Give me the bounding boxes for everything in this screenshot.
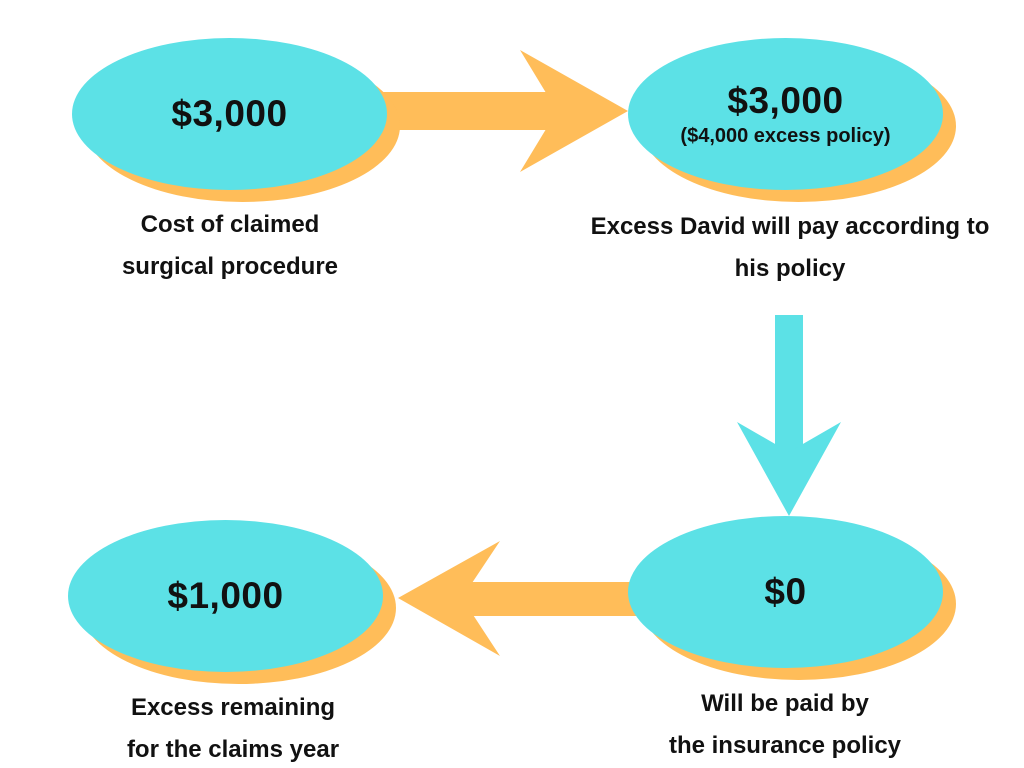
caption-line: Cost of claimed [140,211,320,238]
node-cost: $3,000 [72,38,387,190]
caption-line: surgical procedure [121,253,339,280]
node-insurance-pay-caption: Will be paid by the insurance policy [555,683,1015,767]
node-excess-pay-caption: Excess David will pay according to his p… [558,206,1022,290]
down-arrow-head [737,422,841,516]
node-cost-amount: $3,000 [171,93,288,134]
caption-line: the insurance policy [668,732,902,759]
down-arrow-shaft [775,315,803,457]
caption-line: Excess remaining [130,694,336,721]
node-excess-remaining-amount: $1,000 [167,575,284,616]
node-excess-pay-amount: $3,000 [727,80,844,121]
caption-line: his policy [734,255,846,282]
node-excess-remaining-ellipse: $1,000 [68,520,383,672]
node-cost-caption: Cost of claimed surgical procedure [0,204,460,288]
left-arrow-head [398,541,500,656]
right-arrow-head [520,50,628,172]
caption-line: for the claims year [126,736,340,763]
node-insurance-pay-ellipse: $0 [628,516,943,668]
node-excess-remaining-caption: Excess remaining for the claims year [3,687,463,768]
node-excess-pay-subtext: ($4,000 excess policy) [680,125,891,147]
node-excess-pay-ellipse: $3,000 ($4,000 excess policy) [628,38,943,190]
node-insurance-pay-amount: $0 [764,571,807,612]
node-insurance-pay: $0 [628,516,943,668]
node-cost-ellipse: $3,000 [72,38,387,190]
down-arrow [737,315,841,516]
caption-line: Will be paid by [701,690,869,717]
node-excess-pay: $3,000 ($4,000 excess policy) [628,38,943,190]
node-excess-remaining: $1,000 [68,520,383,672]
caption-line: Excess David will pay according to [590,213,990,240]
